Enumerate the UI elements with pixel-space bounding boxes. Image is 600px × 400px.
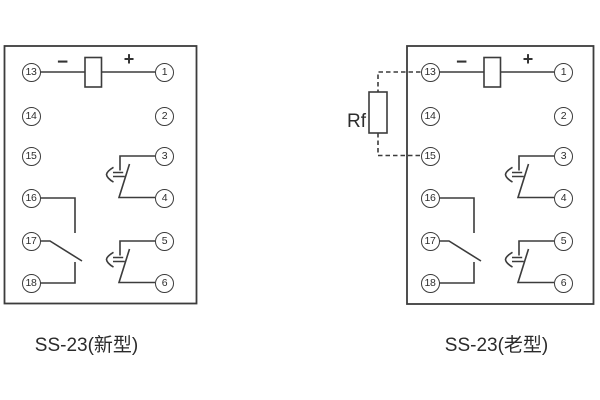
terminal-14: 14 — [420, 106, 440, 126]
terminal-5: 5 — [554, 231, 573, 251]
terminal-2: 2 — [155, 106, 174, 126]
terminal-4: 4 — [155, 188, 174, 208]
coil-symbol-old — [483, 56, 502, 88]
terminal-13: 13 — [21, 62, 41, 82]
rf-resistor-label: Rf — [347, 111, 366, 132]
terminal-4: 4 — [554, 188, 573, 208]
rf-dashed-wiring — [377, 71, 421, 157]
time-delay-symbol-3-4-new — [105, 166, 125, 183]
terminal-5: 5 — [155, 231, 174, 251]
terminal-15: 15 — [420, 146, 440, 166]
plus-polarity-label: + — [522, 49, 534, 69]
coil-symbol-new — [84, 56, 103, 88]
minus-polarity-label: − — [56, 52, 69, 73]
plus-polarity-label: + — [123, 49, 135, 69]
time-delay-symbol-5-6-old — [504, 251, 524, 268]
relay-case-old — [368, 45, 595, 305]
terminal-6: 6 — [155, 273, 174, 293]
terminal-18: 18 — [21, 273, 41, 293]
terminal-3: 3 — [155, 146, 174, 166]
terminal-17: 17 — [21, 231, 41, 251]
rf-resistor-symbol — [368, 91, 388, 134]
time-delay-symbol-3-4-old — [504, 166, 524, 183]
time-delay-symbol-5-6-new — [105, 251, 125, 268]
caption-ss23-new: SS-23(新型) — [34, 335, 139, 356]
terminal-14: 14 — [21, 106, 41, 126]
caption-ss23-old: SS-23(老型) — [444, 335, 549, 356]
minus-polarity-label: − — [455, 52, 468, 73]
terminal-16: 16 — [21, 188, 41, 208]
terminal-3: 3 — [554, 146, 573, 166]
terminal-17: 17 — [420, 231, 440, 251]
terminal-15: 15 — [21, 146, 41, 166]
terminal-18: 18 — [420, 273, 440, 293]
relay-outline-old — [406, 45, 595, 305]
contact-3-4-old — [516, 155, 554, 199]
contact-5-6-old — [516, 240, 554, 284]
terminal-13: 13 — [420, 62, 440, 82]
relay-case-new — [3, 45, 198, 305]
terminal-1: 1 — [155, 62, 174, 82]
terminal-6: 6 — [554, 273, 573, 293]
contact-3-4-new — [117, 155, 155, 199]
contact-16-17-18-new — [40, 197, 83, 284]
contact-5-6-new — [117, 240, 155, 284]
relay-outline-new — [3, 45, 198, 305]
terminal-2: 2 — [554, 106, 573, 126]
terminal-1: 1 — [554, 62, 573, 82]
contact-16-17-18-old — [439, 197, 482, 284]
terminal-16: 16 — [420, 188, 440, 208]
